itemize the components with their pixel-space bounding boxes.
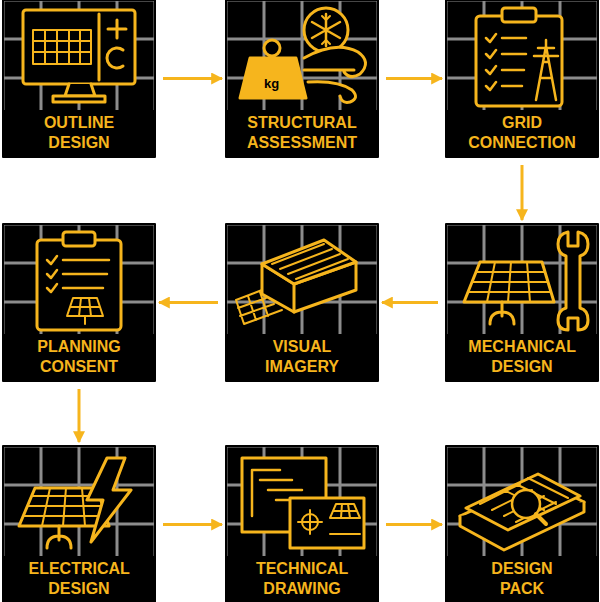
title-band: TECHNICAL DRAWING bbox=[226, 555, 378, 602]
flow-arrow bbox=[386, 77, 442, 80]
flow-arrow bbox=[78, 389, 81, 442]
process-tile: GRID CONNECTION bbox=[446, 0, 598, 157]
flow-arrow bbox=[163, 523, 222, 526]
flow-arrow bbox=[159, 301, 218, 304]
weight-label: kg bbox=[264, 77, 279, 91]
title-band: OUTLINE DESIGN bbox=[3, 109, 155, 157]
step-title: STRUCTURAL ASSESSMENT bbox=[247, 113, 357, 153]
step-title: GRID CONNECTION bbox=[468, 113, 576, 153]
tile-structural-assessment bbox=[226, 0, 378, 157]
process-tile: VISUAL IMAGERY bbox=[226, 224, 378, 381]
step-title: OUTLINE DESIGN bbox=[44, 113, 114, 153]
tile-planning-consent bbox=[3, 224, 155, 381]
flow-arrow bbox=[382, 301, 438, 304]
process-tile: PLANNING CONSENT bbox=[3, 224, 155, 381]
tile-mechanical-design bbox=[446, 224, 598, 381]
flow-arrow bbox=[386, 523, 442, 526]
flow-arrow bbox=[521, 165, 524, 220]
step-title: VISUAL IMAGERY bbox=[265, 337, 339, 377]
title-band: ELECTRICAL DESIGN bbox=[3, 555, 155, 602]
title-band: VISUAL IMAGERY bbox=[226, 333, 378, 381]
process-tile: ELECTRICAL DESIGN bbox=[3, 446, 155, 602]
process-tile: TECHNICAL DRAWING bbox=[226, 446, 378, 602]
process-tile: OUTLINE DESIGN bbox=[3, 0, 155, 157]
tile-grid-connection bbox=[446, 0, 598, 157]
title-band: DESIGN PACK bbox=[446, 555, 598, 602]
tile-outline-design bbox=[3, 0, 155, 157]
process-tile: DESIGN PACK bbox=[446, 446, 598, 602]
title-band: STRUCTURAL ASSESSMENT bbox=[226, 109, 378, 157]
step-title: TECHNICAL DRAWING bbox=[256, 559, 348, 599]
tile-visual-imagery bbox=[226, 224, 378, 381]
step-title: DESIGN PACK bbox=[491, 559, 552, 599]
flow-arrow bbox=[163, 77, 222, 80]
process-tile: STRUCTURAL ASSESSMENT bbox=[226, 0, 378, 157]
step-title: MECHANICAL DESIGN bbox=[468, 337, 575, 377]
step-title: ELECTRICAL DESIGN bbox=[28, 559, 129, 599]
title-band: PLANNING CONSENT bbox=[3, 333, 155, 381]
tile-electrical-design bbox=[3, 446, 155, 602]
tile-technical-drawing bbox=[226, 446, 378, 602]
title-band: GRID CONNECTION bbox=[446, 109, 598, 157]
title-band: MECHANICAL DESIGN bbox=[446, 333, 598, 381]
step-title: PLANNING CONSENT bbox=[37, 337, 121, 377]
process-tile: MECHANICAL DESIGN bbox=[446, 224, 598, 381]
tile-design-pack bbox=[446, 446, 598, 602]
